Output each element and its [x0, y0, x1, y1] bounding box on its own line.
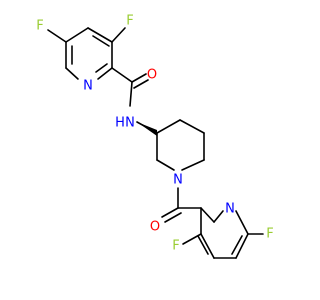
- fluorine-atom-label: F: [172, 239, 179, 254]
- piperidine-nitrogen-label: N: [173, 173, 183, 188]
- bond-layer: [47, 27, 264, 259]
- amide-hydrogen-label: H: [115, 116, 125, 131]
- pyridine-nitrogen-label: N: [225, 202, 235, 217]
- fluorine-atom-label: F: [126, 14, 133, 29]
- atom-label-layer: F F N O N H N O N F F: [36, 14, 273, 254]
- fluorine-atom-label: F: [266, 227, 273, 242]
- carbonyl-oxygen-label: O: [150, 220, 160, 235]
- fluorine-atom-label: F: [36, 19, 43, 34]
- stereo-wedge-bond: [137, 122, 157, 136]
- pyridine-nitrogen-label: N: [83, 79, 93, 94]
- amide-nitrogen-label: N: [125, 116, 135, 131]
- molecule-canvas: F F N O N H N O N F F: [36, 13, 274, 259]
- carbonyl-oxygen-label: O: [147, 68, 157, 83]
- molecule-structure: F F N O N H N O N F F: [36, 14, 274, 259]
